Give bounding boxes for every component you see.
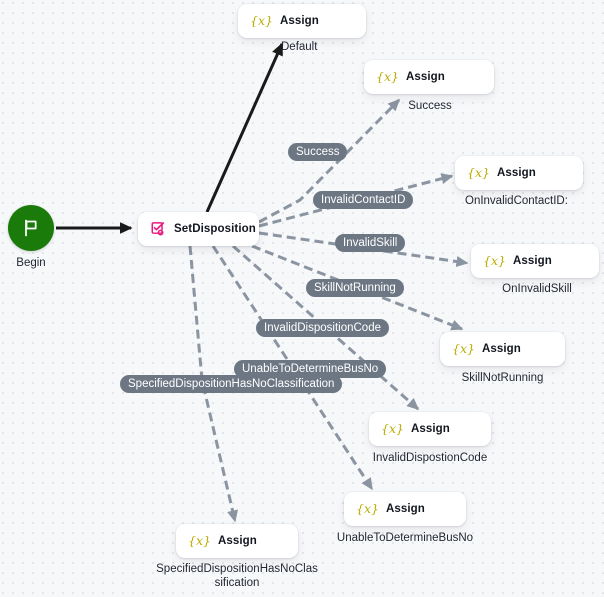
node-begin[interactable] bbox=[8, 205, 54, 251]
node-label: Assign bbox=[217, 535, 257, 547]
node-label: Assign bbox=[481, 343, 521, 355]
node-label: Assign bbox=[496, 167, 536, 179]
assign-icon: {x} bbox=[188, 532, 211, 548]
node-assign-specified-disposition-has-no-classification[interactable]: {x} Assign bbox=[176, 524, 298, 558]
node-assign-on-invalid-contact-id[interactable]: {x} Assign bbox=[455, 156, 583, 190]
caption-begin: Begin bbox=[16, 257, 46, 269]
edge-default bbox=[205, 42, 284, 213]
edge-label-unable-to-determine-bus-no[interactable]: UnableToDetermineBusNo bbox=[234, 360, 387, 378]
node-assign-skill-not-running[interactable]: {x} Assign bbox=[440, 332, 565, 366]
node-label: Assign bbox=[512, 255, 552, 267]
caption-assign-on-invalid-skill: OnInvalidSkill bbox=[502, 283, 572, 295]
node-set-disposition[interactable]: SetDisposition bbox=[138, 212, 259, 246]
flag-icon bbox=[25, 219, 37, 237]
node-assign-success[interactable]: {x} Assign bbox=[364, 60, 494, 94]
edge-label-invalid-disposition-code[interactable]: InvalidDispositionCode bbox=[256, 319, 389, 337]
node-label: Assign bbox=[410, 423, 450, 435]
assign-icon: {x} bbox=[467, 164, 490, 180]
caption-assign-unable-to-determine-bus-no: UnableToDetermineBusNo bbox=[336, 532, 474, 544]
caption-assign-on-invalid-contact-id: OnInvalidContactID: bbox=[465, 195, 568, 207]
edge-label-skill-not-running[interactable]: SkillNotRunning bbox=[306, 279, 404, 297]
edge-label-invalid-skill[interactable]: InvalidSkill bbox=[335, 234, 406, 252]
caption-assign-success: Success bbox=[408, 100, 452, 112]
edge-label-success[interactable]: Success bbox=[288, 143, 348, 161]
node-assign-on-invalid-skill[interactable]: {x} Assign bbox=[471, 244, 599, 278]
edge-label-specified-disposition-has-no-classification[interactable]: SpecifiedDispositionHasNoClassification bbox=[120, 375, 343, 393]
caption-assign-invalid-disposition-code: InvalidDispostionCode bbox=[372, 452, 488, 464]
assign-icon: {x} bbox=[452, 340, 475, 356]
node-label: Assign bbox=[405, 71, 445, 83]
node-label: Assign bbox=[279, 15, 319, 27]
assign-icon: {x} bbox=[250, 12, 273, 28]
caption-assign-specified-disposition-has-no-classification: SpecifiedDispositionHasNoClas sification bbox=[156, 563, 318, 589]
node-label: SetDisposition bbox=[174, 223, 256, 235]
caption-assign-skill-not-running: SkillNotRunning bbox=[461, 372, 544, 384]
node-assign-invalid-disposition-code[interactable]: {x} Assign bbox=[369, 412, 491, 446]
set-disposition-icon bbox=[151, 221, 165, 235]
node-label: Assign bbox=[385, 503, 425, 515]
edge-label-default: Default bbox=[281, 41, 318, 53]
node-assign-unable-to-determine-bus-no[interactable]: {x} Assign bbox=[344, 492, 466, 526]
assign-icon: {x} bbox=[376, 68, 399, 84]
assign-icon: {x} bbox=[356, 500, 379, 516]
assign-icon: {x} bbox=[381, 420, 404, 436]
assign-icon: {x} bbox=[483, 252, 506, 268]
edge-label-invalid-contact-id[interactable]: InvalidContactID bbox=[313, 191, 414, 209]
node-assign-default[interactable]: {x} Assign bbox=[238, 4, 366, 38]
